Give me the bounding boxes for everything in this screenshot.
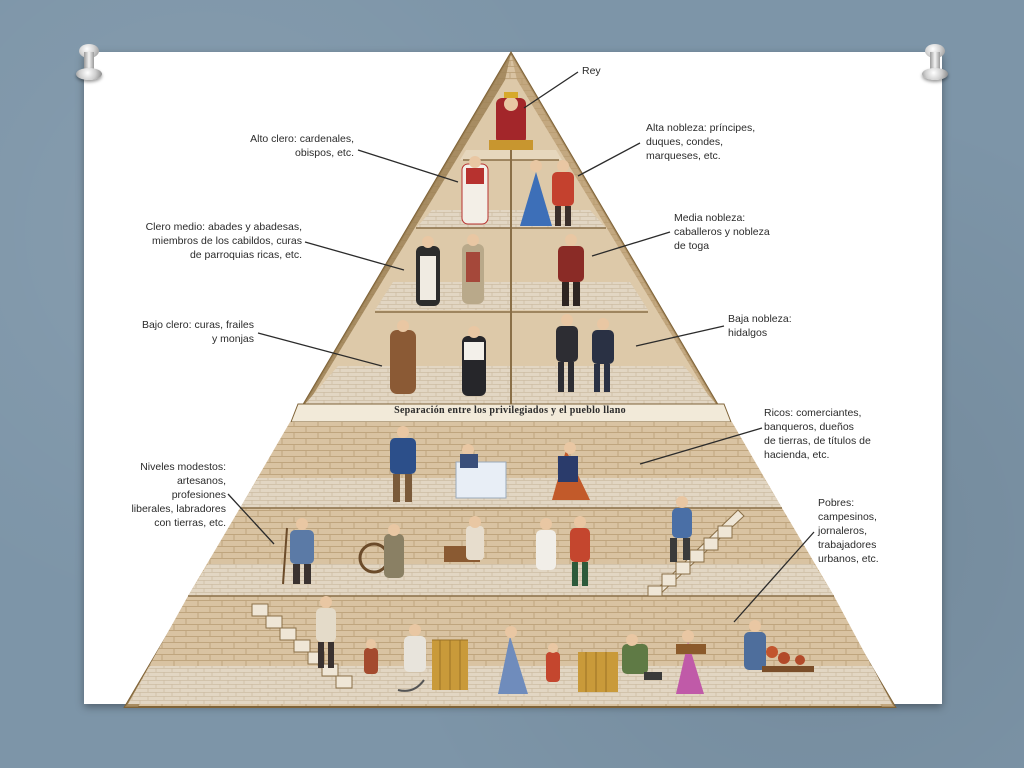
- figure-dama-noble: [520, 160, 552, 226]
- figure-carpintero: [444, 516, 484, 562]
- figure-campesino-escalera: [316, 596, 336, 668]
- figure-canonigo: [462, 234, 484, 304]
- floor-ricos: [240, 478, 782, 508]
- figure-hidalgo-1: [556, 314, 578, 392]
- figure-cardenal: [461, 156, 489, 225]
- figure-segador: [397, 624, 426, 692]
- figure-cliente: [570, 516, 590, 586]
- haz-trigo-1: [432, 639, 468, 690]
- figure-labrador: [282, 518, 314, 585]
- figure-noble-principe: [552, 160, 574, 226]
- figure-medico: [536, 518, 556, 570]
- figure-banquero-mesa: [455, 444, 507, 499]
- leader-lines: [227, 71, 815, 623]
- figure-abad: [416, 236, 440, 306]
- figure-nino: [364, 639, 378, 674]
- figure-campesina: [498, 626, 528, 694]
- figure-jornalero: [622, 634, 662, 680]
- label-alta-nobleza: Alta nobleza: príncipes,duques, condes,m…: [646, 122, 756, 162]
- label-separacion: Separación entre los privilegiados y el …: [394, 405, 626, 416]
- label-rey: Rey: [582, 65, 601, 77]
- pushpin-right-icon: [922, 44, 948, 82]
- label-clero-medio: Clero medio: abades y abadesas,miembros …: [145, 221, 302, 261]
- figure-subiendo-escalera: [670, 496, 692, 562]
- figure-fraile: [390, 320, 416, 394]
- label-alto-clero: Alto clero: cardenales,obispos, etc.: [250, 133, 354, 159]
- floor-modestos: [188, 564, 834, 596]
- haz-trigo-2: [578, 652, 618, 692]
- figure-dueno-tierras: [552, 442, 590, 500]
- figure-artesana-rueca: [358, 524, 404, 578]
- figure-nino-2: [546, 643, 560, 682]
- figure-caballero: [558, 234, 584, 306]
- figure-cura: [462, 326, 486, 396]
- figure-alfarero: [744, 620, 814, 672]
- pushpin-left-icon: [76, 44, 102, 82]
- figure-comerciante: [390, 426, 416, 502]
- label-baja-nobleza: Baja nobleza:hidalgos: [728, 313, 792, 339]
- figure-rey: [489, 92, 533, 150]
- figure-mujer-lena: [676, 630, 706, 694]
- label-pobres: Pobres:campesinos,jornaleros,trabajadore…: [818, 497, 879, 565]
- figure-hidalgo-2: [592, 318, 614, 392]
